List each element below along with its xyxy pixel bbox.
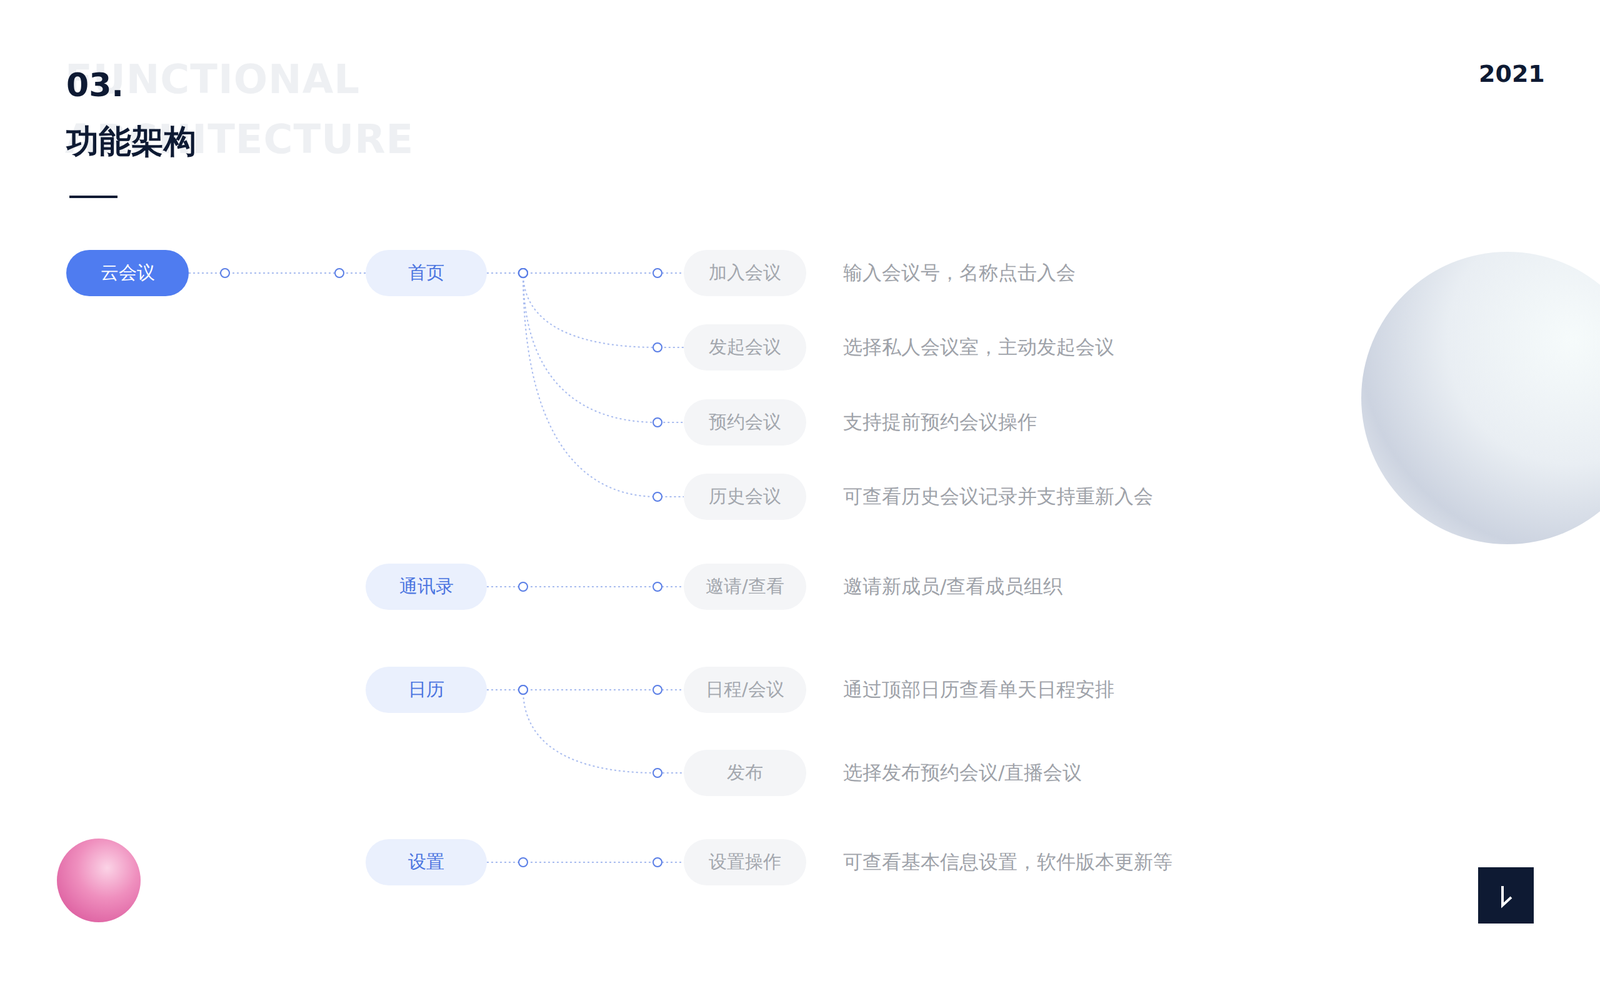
connector-dot (653, 343, 662, 352)
connector-line (486, 273, 684, 423)
title-underline (69, 195, 118, 199)
description: 选择发布预约会议/直播会议 (843, 760, 1082, 787)
pill-box: 设置 (365, 839, 487, 886)
pill-box: 云会议 (66, 250, 189, 297)
connector (486, 268, 684, 278)
connector-dot (653, 685, 662, 695)
description: 输入会议号，名称点击入会 (843, 260, 1076, 287)
node-text: 设置 (408, 850, 445, 875)
connector-dot (653, 418, 662, 427)
node-text: 加入会议 (708, 260, 782, 286)
description: 选择私人会议室，主动发起会议 (843, 334, 1115, 361)
section-number: 03. (66, 66, 124, 104)
connector (486, 268, 684, 427)
connector-dot (518, 685, 528, 695)
connector-dot (653, 268, 662, 278)
connector (486, 685, 684, 778)
sphere (1361, 251, 1600, 545)
connector-line (486, 690, 684, 774)
pill-box: 历史会议 (683, 473, 807, 520)
node-text: 日历 (408, 677, 445, 703)
connector (486, 268, 684, 502)
connector-dot (653, 858, 662, 867)
connector (486, 582, 684, 592)
sphere (56, 838, 141, 923)
connector (486, 858, 684, 867)
pill-box: 邀请/查看 (683, 563, 807, 610)
pill-box: 预约会议 (683, 399, 807, 446)
description: 可查看历史会议记录并支持重新入会 (843, 483, 1154, 510)
pill-box: 发布 (683, 750, 807, 797)
connector-dot (653, 492, 662, 502)
node-text: 历史会议 (708, 484, 782, 510)
pill-box: 设置操作 (683, 839, 807, 886)
pill-box: 日历 (365, 666, 487, 714)
connector (486, 685, 684, 695)
connector-dot (518, 268, 528, 278)
logo-mark (1502, 886, 1512, 906)
connector-dot (518, 582, 528, 592)
title: 功能架构 (66, 120, 197, 164)
pill-box: 发起会议 (683, 324, 807, 371)
node-text: 日程/会议 (705, 677, 785, 703)
pill-box: 日程/会议 (683, 666, 807, 714)
connector (188, 268, 366, 278)
pill-box: 加入会议 (683, 250, 807, 297)
pill-box: 通讯录 (365, 563, 487, 610)
node-text: 云会议 (100, 260, 155, 286)
connector-dot (653, 768, 662, 778)
node-text: 预约会议 (708, 410, 782, 435)
connector-dot (518, 858, 528, 867)
node-text: 设置操作 (708, 850, 782, 875)
connector-line (486, 273, 684, 497)
year: 2021 (1478, 60, 1545, 88)
connector-dot (518, 268, 528, 278)
description: 可查看基本信息设置，软件版本更新等 (843, 849, 1173, 876)
node-text: 发布 (726, 760, 764, 786)
connector-dot (653, 582, 662, 592)
connector-dot (518, 268, 528, 278)
node-text: 首页 (408, 260, 445, 286)
connector-dot (518, 685, 528, 695)
connector-dot (335, 268, 344, 278)
pill-box: 首页 (365, 250, 487, 297)
description: 通过顶部日历查看单天日程安排 (843, 676, 1115, 704)
description: 支持提前预约会议操作 (843, 409, 1037, 436)
connector-dot (220, 268, 230, 278)
connector-line (486, 273, 684, 348)
node-text: 通讯录 (399, 574, 454, 600)
connector (486, 268, 684, 352)
logo-square (1478, 867, 1534, 924)
node-text: 发起会议 (708, 335, 782, 360)
description: 邀请新成员/查看成员组织 (843, 573, 1063, 600)
node-text: 邀请/查看 (705, 574, 785, 600)
connector-dot (518, 268, 528, 278)
